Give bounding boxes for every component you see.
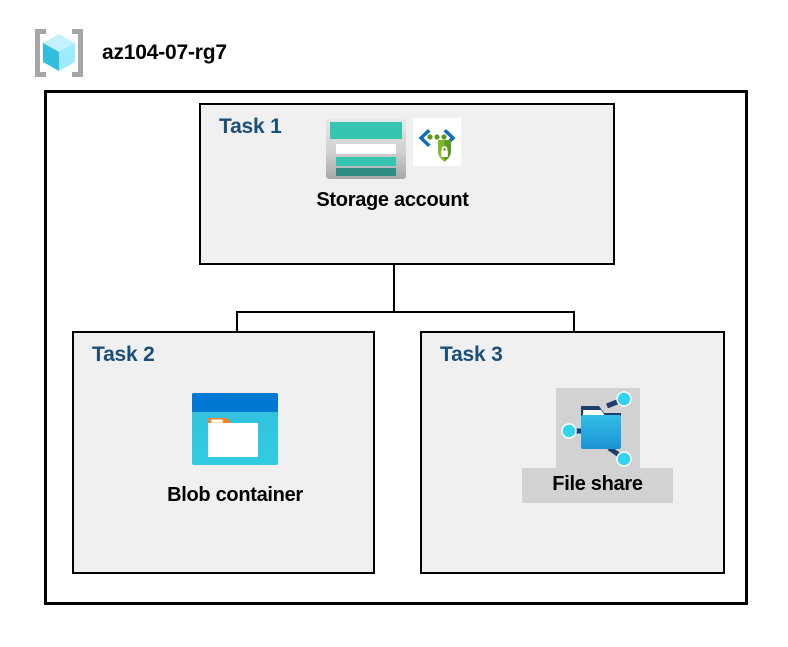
- storage-account-icon: [325, 118, 407, 180]
- file-share-caption-highlight: File share: [522, 468, 673, 503]
- node-storage-account[interactable]: Storage account: [285, 118, 500, 212]
- resource-group-title: az104-07-rg7: [102, 41, 227, 64]
- connector-branch-bus: [236, 311, 575, 313]
- storage-account-icon-group: [325, 118, 461, 180]
- task-3-label: Task 3: [440, 343, 503, 366]
- node-blob-container[interactable]: Blob container: [140, 392, 330, 507]
- blob-container-caption: Blob container: [167, 484, 303, 506]
- resource-group-header: az104-07-rg7: [30, 26, 227, 80]
- task-2-label: Task 2: [92, 343, 155, 366]
- task-1-box: Task 1: [199, 103, 615, 265]
- node-file-share[interactable]: File share: [505, 388, 690, 503]
- secure-code-shield-icon: [412, 118, 461, 166]
- file-share-caption: File share: [552, 473, 643, 495]
- file-share-icon: [559, 390, 637, 468]
- blob-container-icon: [191, 392, 279, 466]
- file-share-icon-highlight: [555, 388, 640, 468]
- task-1-label: Task 1: [219, 115, 282, 138]
- storage-account-caption: Storage account: [316, 189, 469, 211]
- connector-storage-to-bus: [393, 228, 395, 313]
- resource-group-icon: [30, 26, 88, 80]
